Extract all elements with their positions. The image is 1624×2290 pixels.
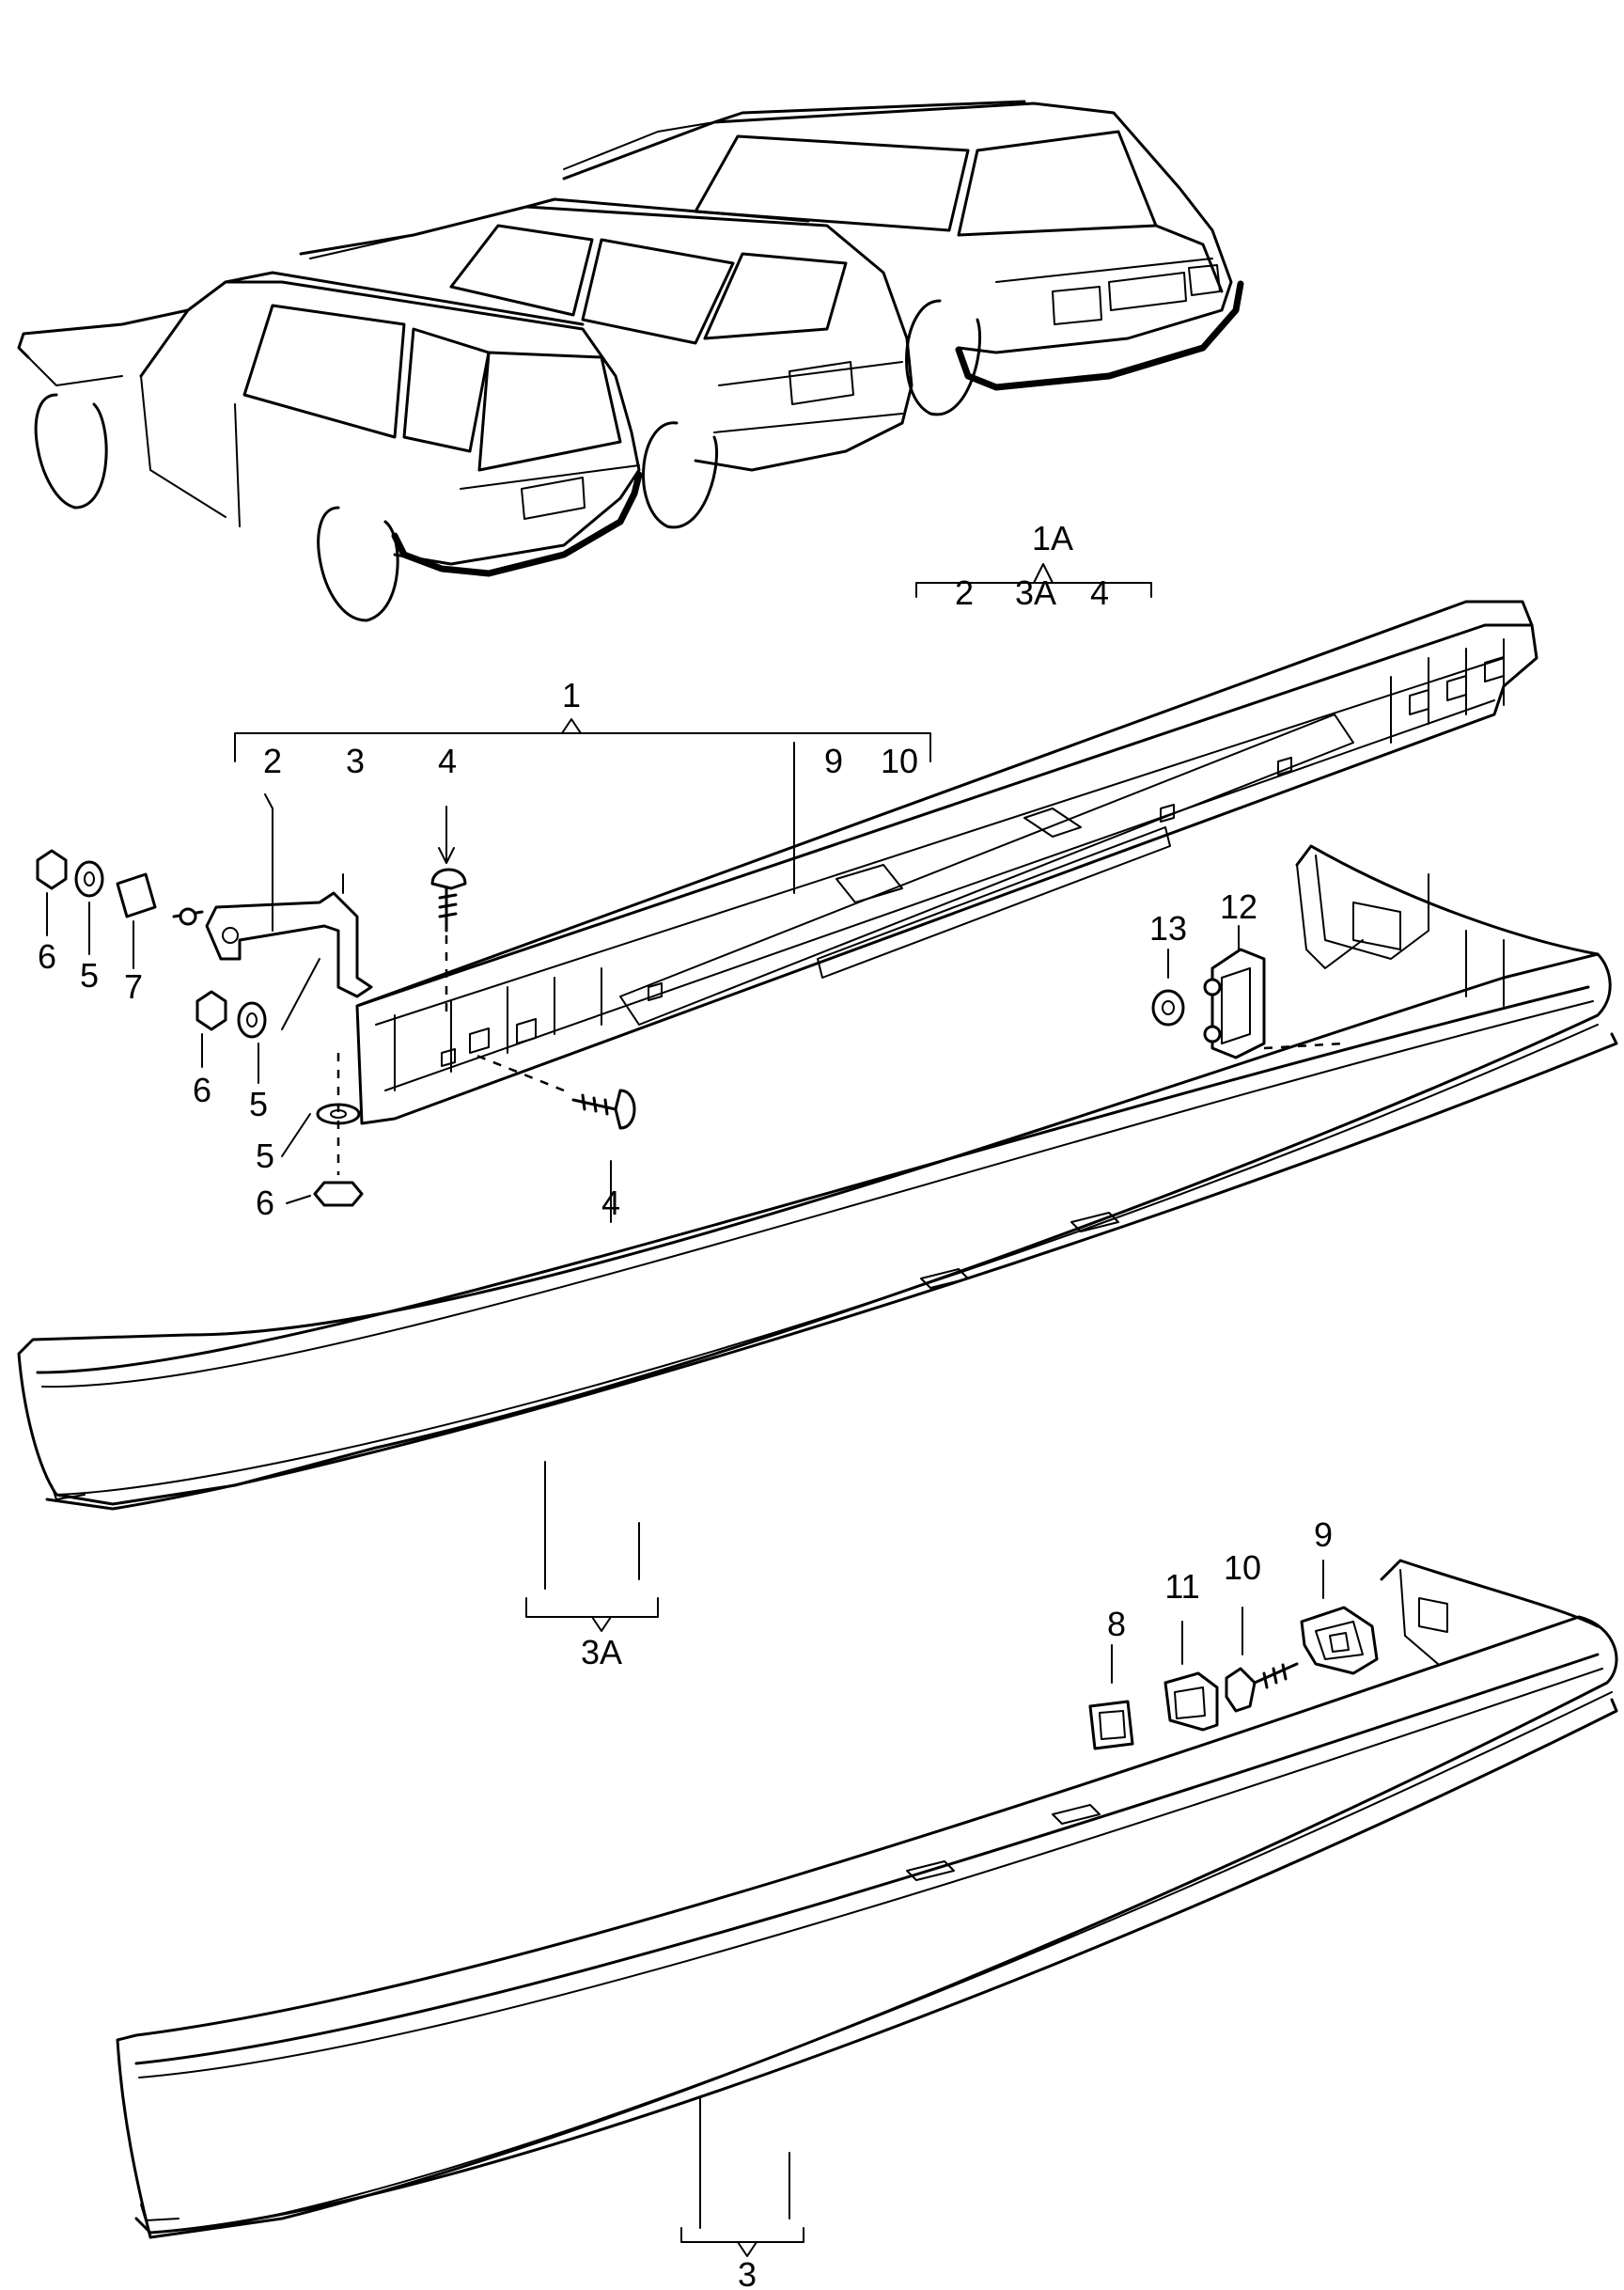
label-part-5-upper-left: 5 [80, 956, 99, 995]
callout-1-item-3: 3 [346, 742, 365, 780]
label-part-9: 9 [1314, 1515, 1333, 1554]
callout-1-item-9: 9 [824, 742, 843, 780]
plate-part-7 [116, 872, 157, 918]
callout-1a-item-2: 2 [955, 573, 974, 612]
mounting-parts-12-13: 13 12 [1149, 887, 1345, 1059]
bracket-part-2 [205, 891, 373, 998]
fasteners-8-11: 8 11 10 9 [1088, 1515, 1379, 1750]
label-part-8: 8 [1107, 1605, 1126, 1643]
label-part-10: 10 [1224, 1548, 1261, 1587]
screw-part-10 [1225, 1662, 1299, 1713]
callout-1a-item-3a: 3A [1015, 573, 1056, 612]
callout-1-item-4: 4 [438, 742, 457, 780]
label-part-6-bottom: 6 [256, 1184, 274, 1222]
pad-part-8 [1088, 1700, 1134, 1750]
label-part-5-lower-left: 5 [249, 1085, 268, 1123]
clip-part-11 [1163, 1671, 1219, 1732]
bracket-hardware [36, 793, 636, 1223]
bumper-cover-3a: 3A [17, 844, 1618, 1671]
callout-group-1a: 1A 2 3A 4 [915, 519, 1152, 612]
bumper-cover-3: 3 [116, 1559, 1618, 2290]
label-part-11: 11 [1164, 1567, 1199, 1606]
clip-part-9 [1300, 1606, 1379, 1675]
nut-bottom [313, 1181, 364, 1207]
sedan-car [562, 100, 1244, 416]
label-part-5-bottom: 5 [256, 1137, 274, 1175]
callout-1a-item-4: 4 [1090, 573, 1109, 612]
washer-upper-left [74, 860, 104, 898]
label-part-6-upper-left: 6 [38, 937, 56, 976]
callout-1: 1 [562, 676, 581, 714]
hardware-labels: 6 5 7 6 5 5 6 4 [38, 892, 620, 1222]
washer-lower-left [237, 1001, 267, 1039]
label-part-6-lower-left: 6 [193, 1071, 211, 1109]
nut-upper-left [36, 849, 68, 890]
hatchback-car [17, 271, 643, 622]
grommet-part-13 [1151, 989, 1185, 1027]
callout-group-1: 1 2 3 4 9 10 [234, 676, 931, 780]
wagon-car [299, 197, 914, 529]
label-group-3a: 3A [581, 1633, 622, 1671]
label-part-12: 12 [1220, 887, 1257, 926]
carriage-bolt-upper [430, 868, 467, 1015]
label-part-4-lower: 4 [601, 1184, 620, 1222]
label-part-13: 13 [1149, 909, 1187, 948]
callout-1-item-2: 2 [263, 742, 282, 780]
carriage-bolt-lower [469, 1051, 636, 1130]
callout-1a: 1A [1032, 519, 1073, 557]
buffer-part-12 [1210, 948, 1266, 1059]
label-group-3: 3 [738, 2255, 757, 2290]
vehicle-illustrations [17, 100, 1244, 622]
nut-lower-left [195, 990, 227, 1031]
bumper-reinforcement-bar [355, 600, 1538, 1125]
callout-1-item-10: 10 [881, 742, 918, 780]
label-part-7: 7 [124, 967, 143, 1006]
